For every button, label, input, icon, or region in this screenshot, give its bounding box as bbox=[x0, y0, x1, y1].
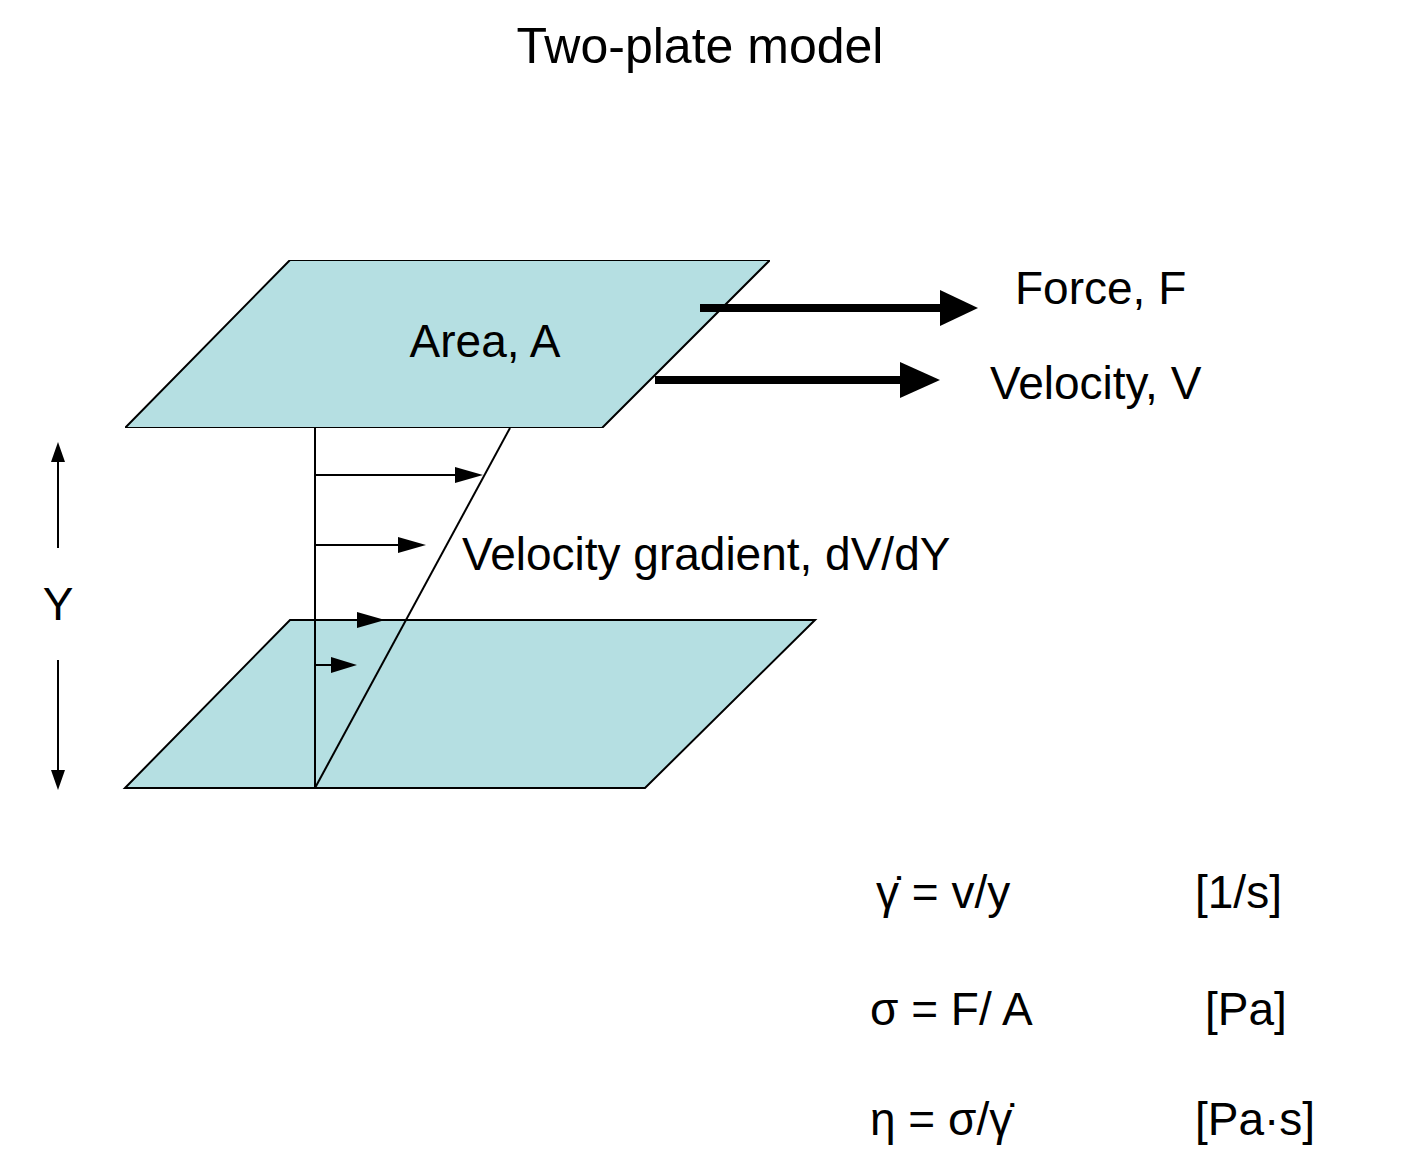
reference-line bbox=[314, 428, 316, 788]
unit-label: [Pa·s] bbox=[1195, 1093, 1315, 1146]
velocity-gradient-label: Velocity gradient, dV/dY bbox=[462, 528, 950, 581]
velocity-vectors bbox=[315, 467, 483, 673]
velocity-arrowhead bbox=[900, 362, 940, 398]
unit-label: [Pa] bbox=[1205, 983, 1287, 1036]
velocity-arrow bbox=[655, 376, 905, 384]
plate-shape bbox=[125, 260, 770, 428]
force-arrowhead bbox=[940, 290, 978, 326]
gap-height-label: Y bbox=[43, 578, 74, 631]
plate-label: Area, A bbox=[410, 315, 561, 368]
bottom-plate bbox=[125, 620, 815, 788]
velocity-profile-line bbox=[315, 428, 510, 788]
diagram-title: Two-plate model bbox=[517, 18, 884, 76]
shear-rate-formula: γ̇ = v/y bbox=[876, 866, 1010, 919]
unit-label: [1/s] bbox=[1195, 866, 1282, 919]
viscosity-formula: η = σ/γ̇ bbox=[870, 1093, 1012, 1146]
shear-stress-formula: σ = F/ A bbox=[870, 983, 1033, 1036]
top-plate: Area, A bbox=[125, 260, 770, 428]
force-label: Force, F bbox=[1015, 262, 1186, 315]
velocity-label: Velocity, V bbox=[990, 357, 1201, 410]
force-arrow bbox=[700, 304, 945, 312]
